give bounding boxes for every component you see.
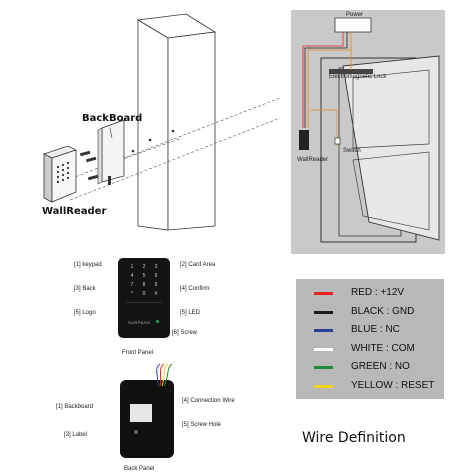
wire-color-swatch [314,292,333,295]
callout-number: [5] [180,310,187,316]
wallreader-label: WallReader [42,206,107,217]
door-wallreader-label: WallReader [297,157,329,163]
power-label: Power [346,12,364,18]
door-drawing [299,17,440,243]
keypad-key[interactable]: 0 [142,291,146,297]
back-callout: [3] Label [64,432,87,438]
lock-label: Electromagnetic Lock [329,74,387,80]
wire-label: BLACK : GND [351,305,415,317]
front-panel-device: 1 2 3 4 5 6 7 8 9 * 0 # SURPASS [118,258,170,338]
callout-label: Card Area [188,262,216,268]
wire-row: WHITE : COM [296,342,444,356]
front-callout: [5] LED [180,310,200,316]
front-callout: [4] Confirm [180,286,209,292]
wire-row: RED : +12V [296,286,444,300]
callout-number: [4] [180,286,187,292]
front-panel: 1 2 3 4 5 6 7 8 9 * 0 # SURPASS [1] keypad [2] Card … [0,250,260,360]
wiring-diagram: Power Electromagnetic Lock Switch WallRe… [291,10,445,254]
back-label-sticker [130,404,152,422]
wire-label: WHITE : COM [351,342,415,354]
callout-label: Screw Hole [190,422,222,428]
front-callout: [1] keypad [74,262,102,268]
wire-row: BLUE : NC [296,323,444,337]
wire-label: YELLOW : RESET [351,379,435,391]
screw-hole [134,430,138,434]
back-panel-caption: Back Panel [124,466,155,472]
wire-label: BLUE : NC [351,324,400,335]
led-indicator [156,320,159,323]
callout-number: [4] [182,398,189,404]
wire-label: GREEN : NO [351,361,410,372]
front-callout: [5] Logo [74,310,96,316]
callout-number: [2] [180,262,187,268]
wire-label: RED : +12V [351,287,405,298]
callout-number: [1] [56,404,63,410]
wire-row: GREEN : NO [296,360,444,374]
callout-label: keypad [82,262,102,268]
callout-label: Confirm [188,286,210,292]
keypad-key[interactable]: # [154,291,158,297]
callout-label: LED [188,310,201,316]
keypad-key[interactable]: 1 [130,264,134,270]
back-callout: [1] Backboard [56,404,93,410]
back-callout: [4] Connection Wire [182,398,235,404]
front-panel-caption: Front Panel [122,350,154,356]
wire-row: BLACK : GND [296,305,444,319]
brand-logo: SURPASS [128,320,151,325]
keypad-key[interactable]: 9 [154,282,158,288]
keypad-key[interactable]: 4 [130,273,134,279]
wire-color-swatch [314,347,333,351]
back-panel: [1] Backboard [3] Label [4] Connection Wir… [0,363,260,474]
callout-label: Logo [82,310,96,316]
wire-color-swatch [314,366,333,369]
callout-number: [1] [74,262,81,268]
callout-label: Screw [180,330,198,336]
callout-label: Back [82,286,96,292]
connection-wire-drawing [156,363,173,387]
keypad-key[interactable]: 7 [130,282,134,288]
keypad-key[interactable]: 5 [142,273,146,279]
back-panel-device [120,380,174,458]
wire-color-swatch [314,329,333,332]
installation-diagram: BackBoard WallReader [0,0,281,240]
wire-legend: RED : +12V BLACK : GND BLUE : NC WHITE : CO… [296,279,444,399]
callout-number: [6] [172,330,179,336]
keypad-key[interactable]: 2 [142,264,146,270]
installation-drawing [42,13,281,231]
callout-label: Backboard [64,404,94,410]
wire-row: YELLOW : RESET [296,379,444,393]
front-callout: [3] Back [74,286,96,292]
keypad-key[interactable]: * [131,291,133,297]
callout-number: [3] [74,286,81,292]
wire-color-swatch [314,310,333,314]
backboard-label: BackBoard [82,113,143,124]
callout-label: Label [72,432,88,438]
keypad-key[interactable]: 8 [142,282,146,288]
switch-label: Switch [343,148,361,154]
callout-label: Connection Wire [190,398,235,404]
back-callout: [5] Screw Hole [182,422,221,428]
callout-number: [5] [182,422,189,428]
front-callout: [6] Screw [172,330,197,336]
card-area [126,302,162,317]
callout-number: [3] [64,432,71,438]
keypad: 1 2 3 4 5 6 7 8 9 * 0 # [126,264,162,298]
keypad-key[interactable]: 6 [154,273,158,279]
wire-definition-title: Wire Definition [302,430,406,446]
callout-number: [5] [74,310,81,316]
keypad-key[interactable]: 3 [154,264,158,270]
front-callout: [2] Card Area [180,262,215,268]
wire-color-swatch [314,384,333,388]
